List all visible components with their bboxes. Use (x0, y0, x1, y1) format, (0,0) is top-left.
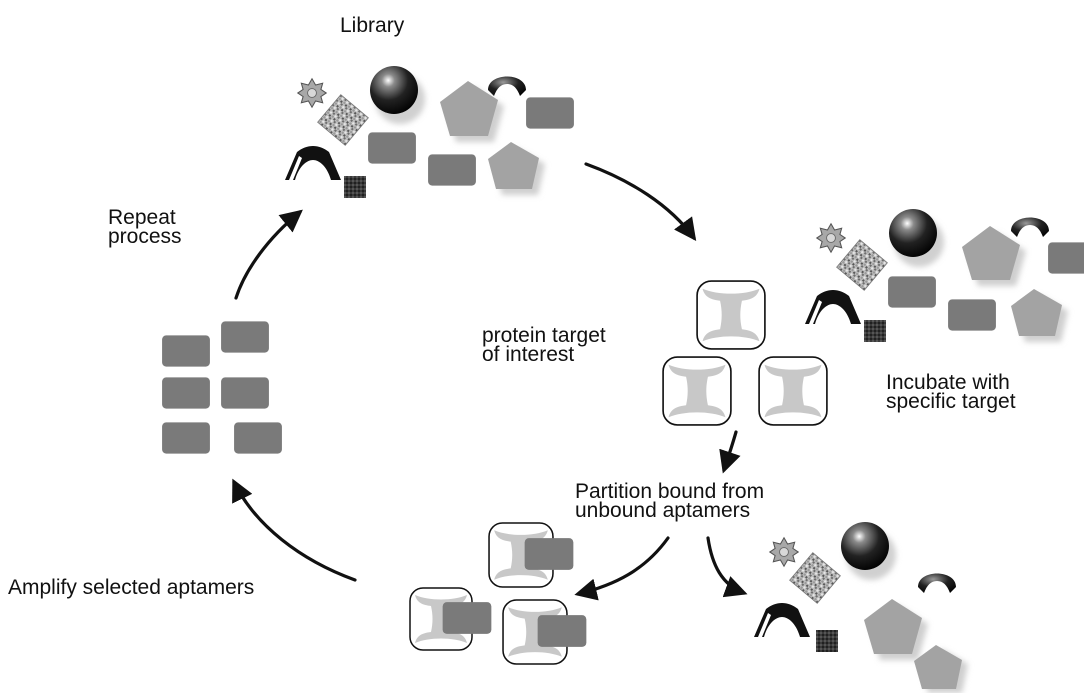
cycle-arrows (232, 162, 748, 601)
mosaic-molecule-icon (789, 552, 841, 604)
pentagon-molecule-icon (440, 81, 504, 142)
protein-target-icon (662, 356, 732, 426)
arrow-amplify (232, 478, 357, 582)
hinge-molecule-icon (805, 290, 861, 324)
incubate-label: Incubate with specific target (886, 371, 1016, 413)
incubate-cluster (805, 209, 1084, 342)
hinge-molecule-icon (285, 146, 341, 180)
unbound-cluster (754, 522, 968, 693)
dark-square-molecule-icon (816, 630, 838, 652)
sphere-molecule-icon (841, 522, 896, 580)
protein-target-icon (696, 280, 766, 350)
dome-molecule-icon (488, 76, 526, 96)
hinge-molecule-icon (754, 603, 810, 637)
mosaic-molecule-icon (836, 239, 888, 291)
selected-aptamers (162, 321, 282, 454)
aptamer-block-icon (162, 377, 210, 409)
arrow-to-partition (719, 430, 741, 474)
library-cluster (285, 66, 574, 198)
sphere-molecule-icon (370, 66, 425, 124)
gear-molecule-icon (769, 537, 799, 567)
bound-complexes (409, 522, 587, 665)
dome-molecule-icon (918, 573, 956, 593)
arrow-repeat (234, 209, 303, 300)
aptamer-block-icon (162, 335, 210, 367)
dark-square-molecule-icon (344, 176, 366, 198)
pentagon-molecule-icon (914, 645, 968, 693)
aptamer-block-icon (162, 422, 210, 454)
sphere-molecule-icon (889, 209, 944, 267)
protein-target-icon (758, 356, 828, 426)
pentagon-molecule-icon (1011, 289, 1068, 342)
pentagon-molecule-icon (488, 142, 545, 195)
amplify-label: Amplify selected aptamers (8, 576, 255, 599)
aptamer-block-icon (526, 97, 574, 129)
gear-molecule-icon (297, 78, 327, 108)
dark-square-molecule-icon (864, 320, 886, 342)
aptamer-block-icon (221, 321, 269, 353)
partition-label: Partition bound from unbound aptamers (575, 480, 765, 522)
pentagon-molecule-icon (962, 226, 1026, 286)
repeat-process-label: Repeat process (108, 206, 182, 248)
arrow-to-unbound (706, 536, 748, 598)
aptamer-block-icon (368, 132, 416, 164)
aptamer-block-icon (524, 538, 574, 570)
gear-molecule-icon (816, 223, 846, 253)
aptamer-block-icon (1048, 242, 1084, 274)
protein-target-label: protein target of interest (482, 324, 606, 366)
aptamer-block-icon (537, 615, 587, 647)
dome-molecule-icon (1011, 217, 1049, 237)
pentagon-molecule-icon (864, 599, 928, 660)
aptamer-block-icon (234, 422, 282, 454)
arrow-to-bound (574, 536, 670, 601)
arrow-library-to-incubate (584, 162, 697, 242)
aptamer-block-icon (428, 154, 476, 186)
aptamer-block-icon (948, 299, 996, 331)
aptamer-block-icon (221, 377, 269, 409)
aptamer-block-icon (442, 602, 492, 634)
library-label: Library (340, 14, 405, 37)
aptamer-block-icon (888, 276, 936, 308)
mosaic-molecule-icon (317, 94, 369, 146)
protein-targets (662, 280, 828, 426)
